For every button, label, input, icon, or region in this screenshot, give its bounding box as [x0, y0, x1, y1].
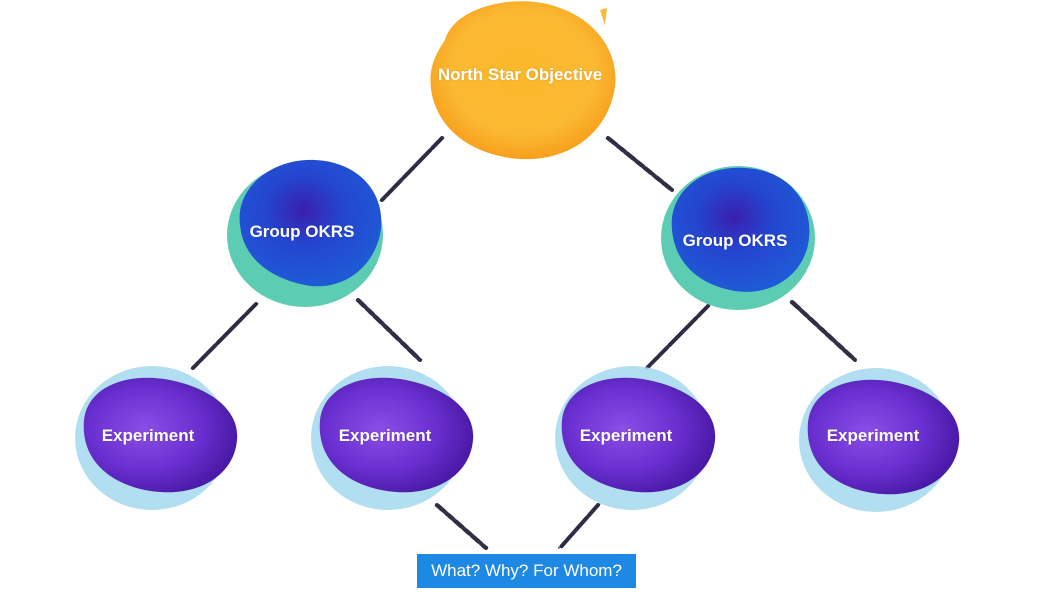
experiment-label-1: Experiment	[101, 426, 195, 445]
connectors	[190, 136, 858, 550]
north-star-node	[430, 1, 616, 160]
group-node-right	[661, 166, 815, 310]
connector-group-right-exp-3	[644, 304, 711, 370]
experiment-label-4: Experiment	[826, 426, 920, 445]
north-star-label: North Star Objective	[437, 65, 603, 84]
experiment-node-1	[75, 366, 238, 510]
experiment-label-3: Experiment	[579, 426, 673, 445]
connector-root-group-right	[605, 136, 675, 192]
group-okrs-label-right: Group OKRS	[682, 231, 788, 250]
question-box: What? Why? For Whom?	[417, 554, 636, 588]
group-okrs-label-left: Group OKRS	[249, 222, 355, 241]
connector-exp-3-question	[557, 503, 601, 550]
connector-group-left-exp-1	[190, 302, 259, 370]
experiment-node-3	[555, 366, 716, 510]
experiment-label-2: Experiment	[338, 426, 432, 445]
connector-group-left-exp-2	[355, 298, 423, 362]
connector-group-right-exp-4	[789, 300, 858, 362]
group-node-left	[227, 159, 383, 307]
experiment-node-4	[799, 368, 960, 512]
experiment-node-2	[311, 366, 474, 510]
connector-root-group-left	[379, 136, 445, 202]
connector-exp-2-question	[434, 503, 489, 550]
